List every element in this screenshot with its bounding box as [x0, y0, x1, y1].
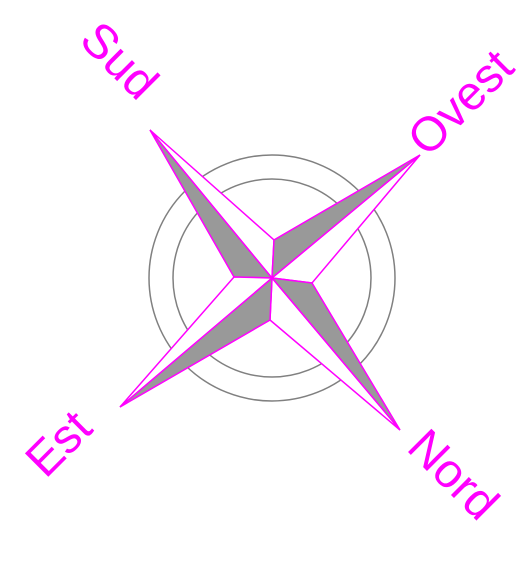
- star: [120, 130, 420, 430]
- arm-ovest-light: [272, 155, 420, 283]
- arm-sud-light: [150, 130, 274, 278]
- arm-est-light: [120, 277, 272, 407]
- label-ovest: Ovest: [398, 40, 524, 166]
- arm-nord-light: [270, 278, 400, 430]
- label-sud: Sud: [70, 12, 168, 110]
- label-est: Est: [16, 401, 103, 488]
- label-nord: Nord: [397, 420, 508, 531]
